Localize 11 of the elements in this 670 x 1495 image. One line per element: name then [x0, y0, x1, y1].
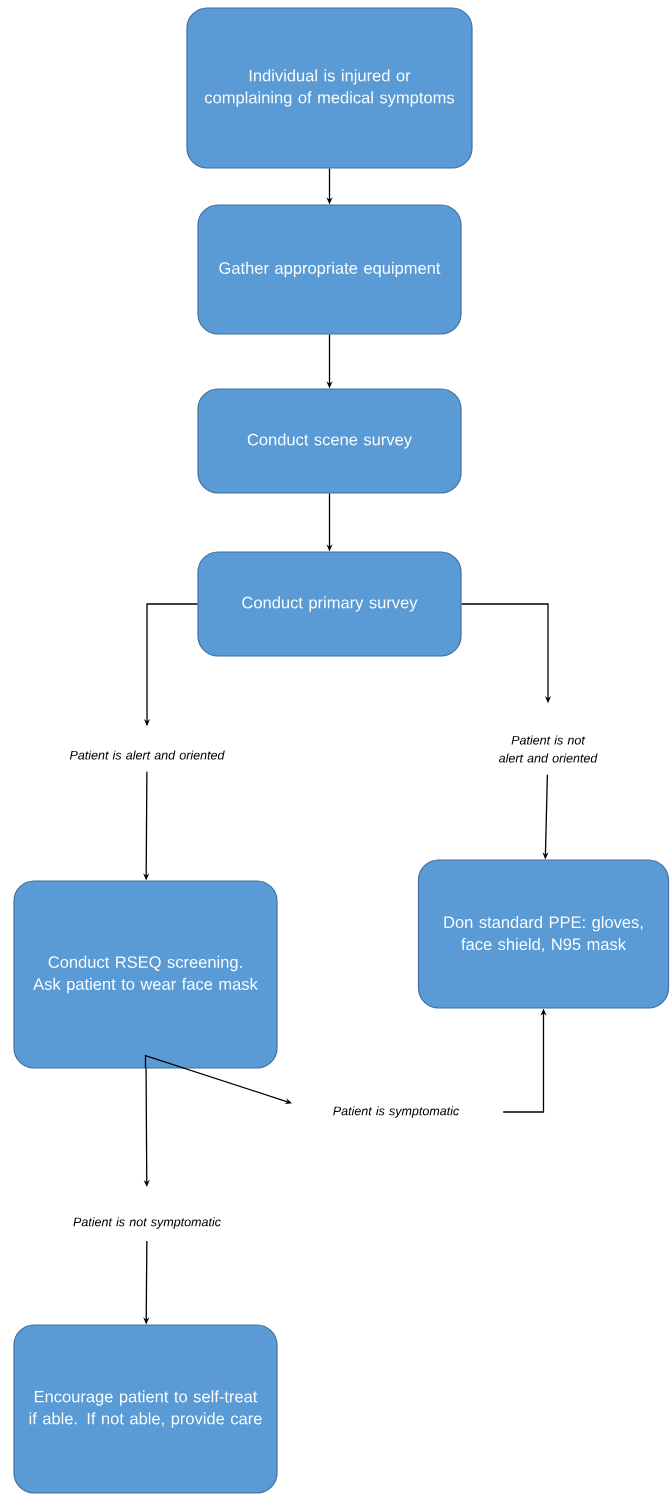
process-box: Conduct scene survey: [197, 388, 462, 494]
condition-label: Patient is alert and oriented: [69, 750, 225, 760]
process-box: Conduct primary survey: [197, 551, 462, 657]
condition-label: Patient is symptomatic: [333, 1106, 460, 1118]
process-box: Don standard PPE: gloves, face shield, N95 mask: [417, 859, 670, 1009]
condition-label: Patient is not symptomatic: [73, 1217, 221, 1229]
condition-label: Patient is not alert and oriented: [498, 735, 598, 763]
process-box: Individual is injured or complaining of medical symptoms: [186, 7, 473, 169]
process-box: Conduct RSEQ screening. Ask patient to wear face mask: [13, 880, 278, 1069]
process-box: Encourage patient to self-treat if able. If not able, provide care: [13, 1324, 278, 1494]
process-box: Gather appropriate equipment: [197, 204, 462, 335]
